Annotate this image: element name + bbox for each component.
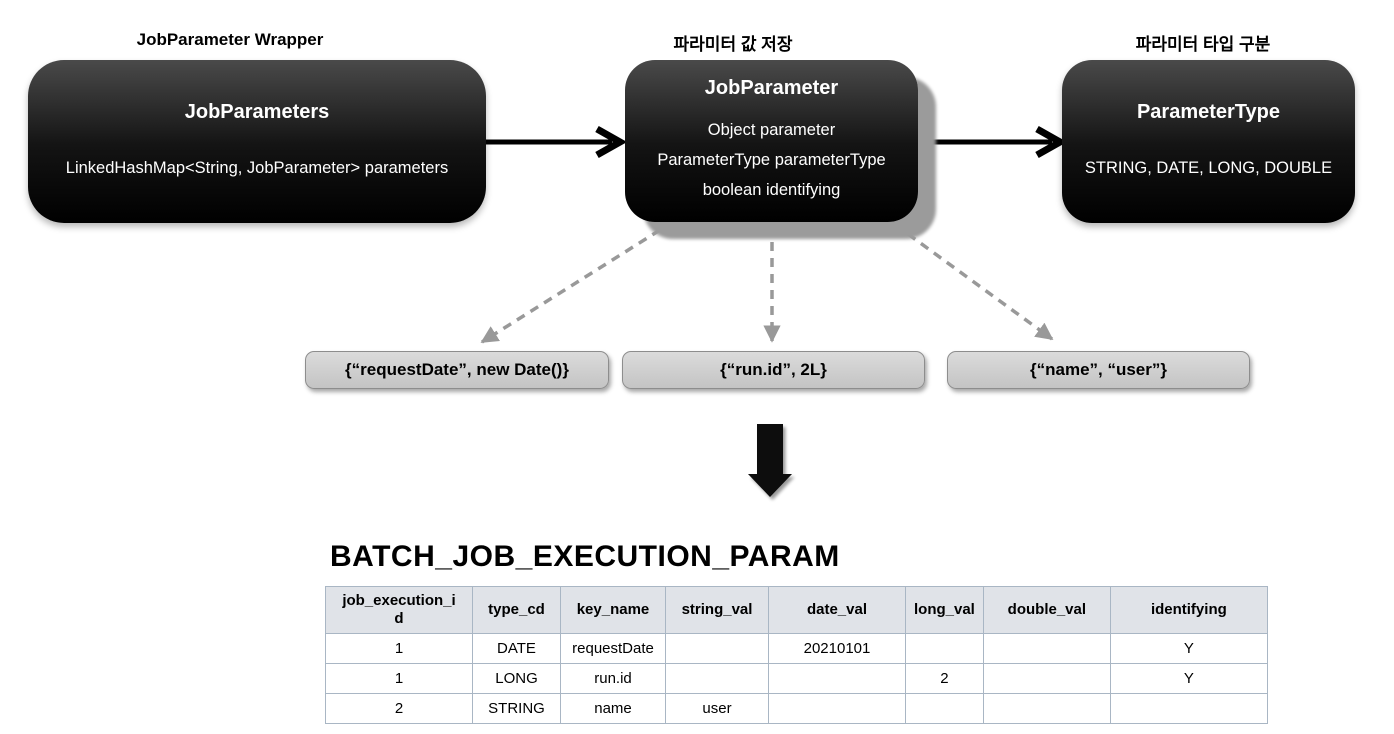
batch-job-execution-param-table: job_execution_id type_cd key_name string… <box>325 586 1268 724</box>
column-header: string_val <box>665 586 769 634</box>
table-cell <box>665 663 769 694</box>
table-cell: 20210101 <box>768 633 906 664</box>
column-header: key_name <box>560 586 666 634</box>
table-cell <box>905 633 984 664</box>
table-cell: Y <box>1109 633 1268 664</box>
column-header: long_val <box>905 586 984 634</box>
table-cell: user <box>665 693 769 724</box>
node-caption-jobparameters: JobParameter Wrapper <box>136 30 324 49</box>
node-title: JobParameters <box>184 100 330 123</box>
table-cell <box>982 693 1111 724</box>
dashed-arrow-to-example-1 <box>480 228 661 344</box>
column-header: type_cd <box>472 586 561 634</box>
table-cell: Y <box>1109 663 1268 694</box>
table-cell: DATE <box>472 633 561 664</box>
table-row: 2 STRING name user <box>325 693 1268 724</box>
node-parametertype: ParameterType STRING, DATE, LONG, DOUBLE <box>1062 60 1355 223</box>
table-row: 1 DATE requestDate 20210101 Y <box>325 633 1268 664</box>
node-jobparameters: JobParameters LinkedHashMap<String, JobP… <box>28 60 486 223</box>
node-field: STRING, DATE, LONG, DOUBLE <box>1084 158 1333 177</box>
table-cell <box>1109 693 1268 724</box>
table-cell: name <box>560 693 666 724</box>
table-cell: 2 <box>905 663 984 694</box>
block-arrow-down-icon <box>748 424 792 497</box>
table-cell: 1 <box>325 663 473 694</box>
arrow-jobparameter-to-parametertype <box>920 125 1068 159</box>
node-title: JobParameter <box>704 77 839 99</box>
column-header: date_val <box>768 586 906 634</box>
table-cell: requestDate <box>560 633 666 664</box>
example-pill-name: {“name”, “user”} <box>947 351 1250 389</box>
table-cell <box>982 633 1111 664</box>
table-cell: STRING <box>472 693 561 724</box>
column-header: job_execution_id <box>325 586 473 634</box>
example-pill-requestdate: {“requestDate”, new Date()} <box>305 351 609 389</box>
arrow-jobparameters-to-jobparameter <box>486 125 628 159</box>
node-field: LinkedHashMap<String, JobParameter> para… <box>65 158 449 177</box>
table-cell: 1 <box>325 633 473 664</box>
table-cell <box>665 633 769 664</box>
table-cell <box>768 693 906 724</box>
table-cell <box>905 693 984 724</box>
column-header: identifying <box>1109 586 1268 634</box>
dashed-arrow-to-example-3 <box>906 232 1054 341</box>
table-cell: run.id <box>560 663 666 694</box>
node-caption-parametertype: 파라미터 타입 구분 <box>1135 35 1271 54</box>
node-field: Object parameter <box>707 121 836 139</box>
table-cell <box>768 663 906 694</box>
table-cell: 2 <box>325 693 473 724</box>
node-title: ParameterType <box>1136 100 1281 123</box>
node-field: ParameterType parameterType <box>657 151 886 169</box>
table-cell <box>982 663 1111 694</box>
table-row: 1 LONG run.id 2 Y <box>325 663 1268 694</box>
node-caption-jobparameter: 파라미터 값 저장 <box>673 35 793 54</box>
table-title: BATCH_JOB_EXECUTION_PARAM <box>330 540 840 573</box>
table-cell: LONG <box>472 663 561 694</box>
column-header: double_val <box>982 586 1111 634</box>
node-jobparameter: JobParameter Object parameter ParameterT… <box>625 60 918 222</box>
table-header-row: job_execution_id type_cd key_name string… <box>325 586 1268 634</box>
node-field: boolean identifying <box>702 181 841 199</box>
example-pill-runid: {“run.id”, 2L} <box>622 351 925 389</box>
